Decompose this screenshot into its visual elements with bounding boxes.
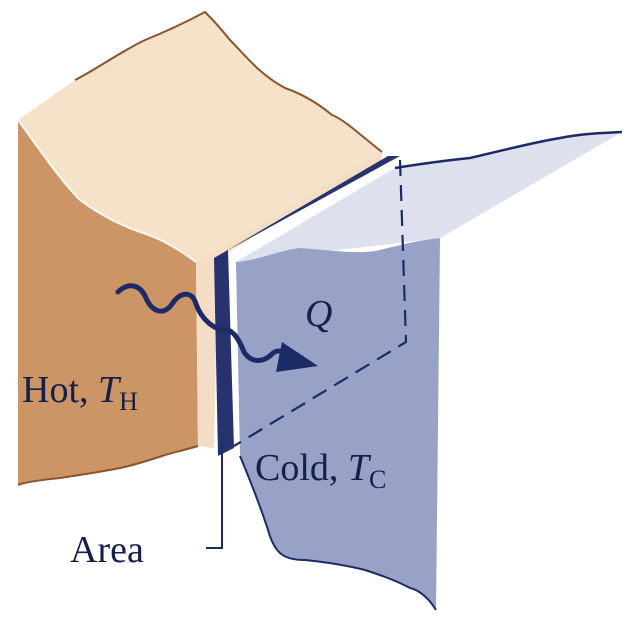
cold-label: Cold, TC <box>255 447 386 494</box>
hot-block-front-face <box>18 120 198 485</box>
hot-label: Hot, TH <box>22 369 138 416</box>
area-label: Area <box>70 529 144 571</box>
cold-label-text: Cold, <box>255 447 348 489</box>
hot-bottom-wavy-edge <box>17 445 199 486</box>
hot-top-wavy-edge <box>74 10 383 153</box>
cold-block-front-face <box>236 238 440 610</box>
area-dashed-outline <box>233 159 408 447</box>
heat-flow-arrow-head <box>276 342 318 372</box>
hot-label-text: Hot, <box>22 369 98 411</box>
area-plate-front <box>214 250 234 456</box>
hot-temp-symbol: T <box>98 369 122 411</box>
heat-label: Q <box>305 293 332 335</box>
heat-flow-arrow-shaft <box>115 283 295 363</box>
cold-temp-subscript: C <box>369 465 386 494</box>
cold-bottom-wavy-edge <box>239 455 437 611</box>
hot-temp-subscript: H <box>119 387 138 416</box>
hot-front-top-edge <box>17 119 197 263</box>
cold-top-wavy-edge <box>394 130 623 170</box>
cold-temp-symbol: T <box>348 447 372 489</box>
cold-block-top-face <box>236 132 622 262</box>
area-leader-line <box>206 444 223 549</box>
hot-block-top-face <box>18 12 382 262</box>
hot-block-side-strip <box>196 152 382 448</box>
